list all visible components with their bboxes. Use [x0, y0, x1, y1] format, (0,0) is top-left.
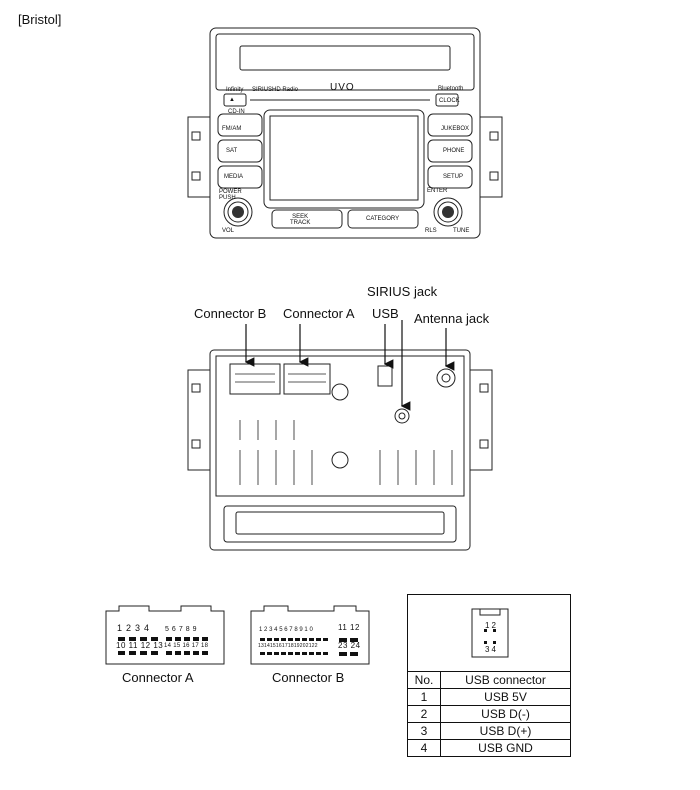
cd-in-label: CD-IN — [228, 109, 245, 115]
connector-b-diagram: 12345678910 11 12 13141516171819202122 2… — [250, 605, 370, 665]
pin-a-12: 12 — [140, 641, 151, 650]
enter-label: ENTER — [427, 188, 448, 194]
header-usb-connector: USB connector — [440, 671, 571, 689]
usb-pin-3: 3 — [485, 645, 492, 654]
pin-b-8: 8 — [294, 627, 300, 633]
table-row: 2 USB D(-) — [407, 705, 571, 723]
cell-signal: USB GND — [440, 739, 571, 757]
sirius-jack-label: SIRIUS jack — [367, 284, 438, 299]
table-header-row: No. USB connector — [407, 671, 571, 689]
pin-a-14: 14 — [164, 643, 172, 649]
usb-label: USB — [372, 306, 399, 321]
pin-b-20: 20 — [299, 643, 306, 649]
model-title: [Bristol] — [18, 12, 62, 27]
pin-b-9: 9 — [299, 627, 305, 633]
pin-b-17: 17 — [281, 643, 288, 649]
pin-b-18: 18 — [287, 643, 294, 649]
pin-b-11: 11 — [338, 623, 348, 632]
eject-icon[interactable]: ▲ — [229, 97, 235, 103]
sirius-label: SIRIUS — [252, 87, 273, 93]
connector-a-diagram: 1234 56789 10 11 12 13 14 15 16 17 18 — [105, 605, 225, 665]
pin-b-19: 19 — [293, 643, 300, 649]
pin-b-16: 16 — [275, 643, 282, 649]
tune-label: TUNE — [453, 228, 470, 234]
brand-label: Infinity — [226, 87, 244, 93]
connector-b-caption: Connector B — [272, 670, 345, 685]
pin-b-7: 7 — [289, 627, 295, 633]
head-unit-rear-illustration — [187, 320, 493, 551]
antenna-jack-label: Antenna jack — [414, 311, 490, 326]
fm-am-button[interactable]: FM/AM — [222, 126, 242, 132]
pin-a-7: 7 — [178, 626, 186, 633]
media-button[interactable]: MEDIA — [224, 174, 244, 180]
pin-b-3: 3 — [269, 627, 275, 633]
cell-no: 4 — [407, 739, 441, 757]
pin-b-10: 10 — [304, 627, 315, 633]
phone-button[interactable]: PHONE — [443, 148, 465, 154]
header-no: No. — [407, 671, 441, 689]
pin-a-17: 17 — [191, 643, 200, 649]
pin-b-6: 6 — [284, 627, 290, 633]
pin-a-1: 1 — [117, 623, 127, 633]
usb-pinout-table: No. USB connector 1 USB 5V 2 USB D(-) 3 … — [407, 671, 571, 757]
pin-a-3: 3 — [135, 623, 145, 633]
uvo-logo: UVO — [330, 82, 355, 93]
pin-b-12: 12 — [350, 623, 360, 632]
pin-b-2: 2 — [264, 627, 270, 633]
table-row: 1 USB 5V — [407, 688, 571, 706]
category-button[interactable]: CATEGORY — [366, 216, 400, 222]
usb-connector-box: 12 34 — [407, 594, 571, 671]
vol-label: VOL — [222, 228, 235, 234]
pin-b-23: 23 — [338, 641, 348, 650]
table-row: 3 USB D(+) — [407, 722, 571, 740]
pin-a-16: 16 — [182, 643, 190, 649]
pin-a-18: 18 — [201, 643, 209, 649]
setup-button[interactable]: SETUP — [443, 174, 464, 180]
pin-b-13: 13 — [258, 643, 264, 649]
rls-label: RLS — [425, 228, 437, 234]
cell-signal: USB 5V — [440, 688, 571, 706]
connector-a-label: Connector A — [283, 306, 355, 321]
pin-a-5: 5 — [165, 626, 172, 633]
jukebox-button[interactable]: JUKEBOX — [441, 126, 470, 132]
usb-pin-2: 2 — [491, 621, 498, 630]
pin-a-13: 13 — [153, 641, 164, 650]
pin-a-9: 9 — [192, 626, 200, 633]
pin-b-14: 14 — [263, 643, 270, 649]
usb-pin-1: 1 — [485, 621, 492, 630]
hd-radio-label: HD Radio — [272, 87, 299, 93]
cell-no: 3 — [407, 722, 441, 740]
usb-pin-4: 4 — [491, 645, 498, 654]
connector-b-label: Connector B — [194, 306, 267, 321]
power-push-label: POWER PUSH — [219, 189, 242, 201]
pin-b-4: 4 — [274, 627, 280, 633]
seek-track-button[interactable]: SEEK TRACK — [290, 214, 311, 226]
pin-a-10: 10 — [116, 641, 126, 650]
pin-b-1: 1 — [259, 627, 265, 633]
cell-no: 1 — [407, 688, 441, 706]
pin-b-22: 22 — [311, 643, 318, 649]
pin-b-24: 24 — [350, 641, 361, 650]
pin-a-8: 8 — [185, 626, 193, 633]
cell-signal: USB D(+) — [440, 722, 571, 740]
cell-signal: USB D(-) — [440, 705, 571, 723]
pin-a-2: 2 — [126, 623, 136, 633]
pin-b-5: 5 — [279, 627, 285, 633]
cell-no: 2 — [407, 705, 441, 723]
clock-button[interactable]: CLOCK — [439, 98, 460, 104]
bluetooth-label: Bluetooth — [438, 86, 464, 92]
pin-a-15: 15 — [173, 643, 181, 649]
sat-button[interactable]: SAT — [226, 148, 238, 154]
pin-b-15: 15 — [269, 643, 276, 649]
pin-a-6: 6 — [171, 626, 179, 633]
connector-a-caption: Connector A — [122, 670, 194, 685]
pin-a-11: 11 — [128, 641, 138, 650]
pin-a-4: 4 — [144, 623, 154, 633]
head-unit-front-illustration — [187, 27, 503, 239]
table-row: 4 USB GND — [407, 739, 571, 757]
pin-b-21: 21 — [305, 643, 312, 649]
